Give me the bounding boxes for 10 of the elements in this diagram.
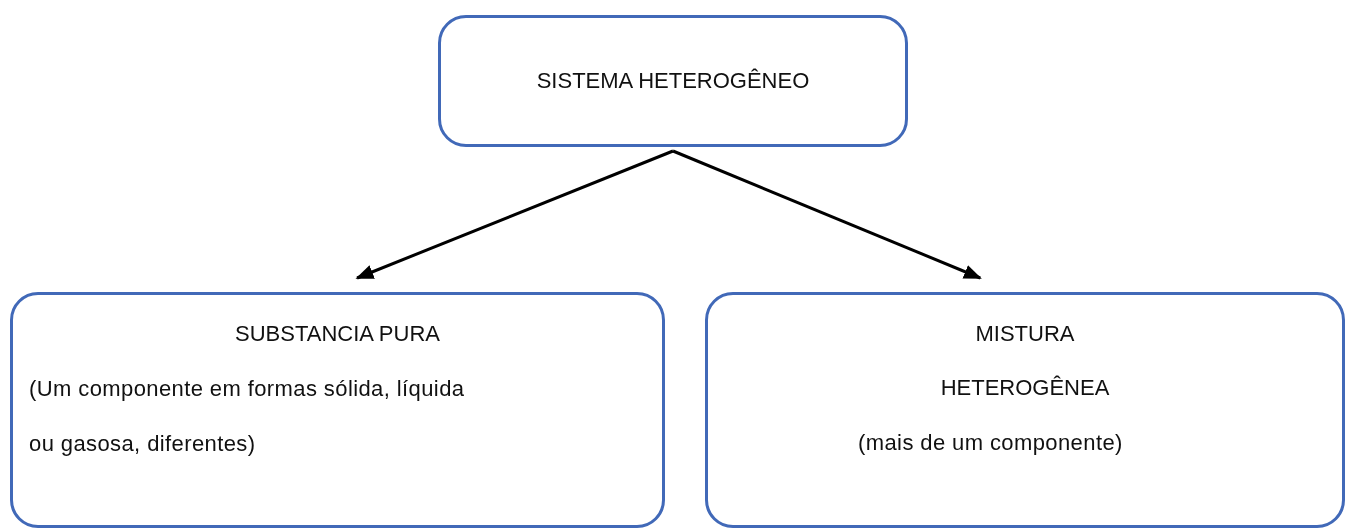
box-title: SISTEMA HETEROGÊNEO (535, 67, 811, 95)
box-description: (mais de um componente) (858, 429, 1124, 457)
box-title: SUBSTANCIA PURA (234, 320, 441, 348)
box-description: (Um componente em formas sólida, líquida ou gasosa, diferentes) (29, 375, 466, 458)
rounded-box (10, 292, 665, 528)
box-title: MISTURA HETEROGÊNEA (939, 320, 1111, 402)
arrow (355, 149, 674, 280)
rounded-box (438, 15, 908, 147)
arrow (672, 149, 982, 280)
rounded-box (705, 292, 1345, 528)
